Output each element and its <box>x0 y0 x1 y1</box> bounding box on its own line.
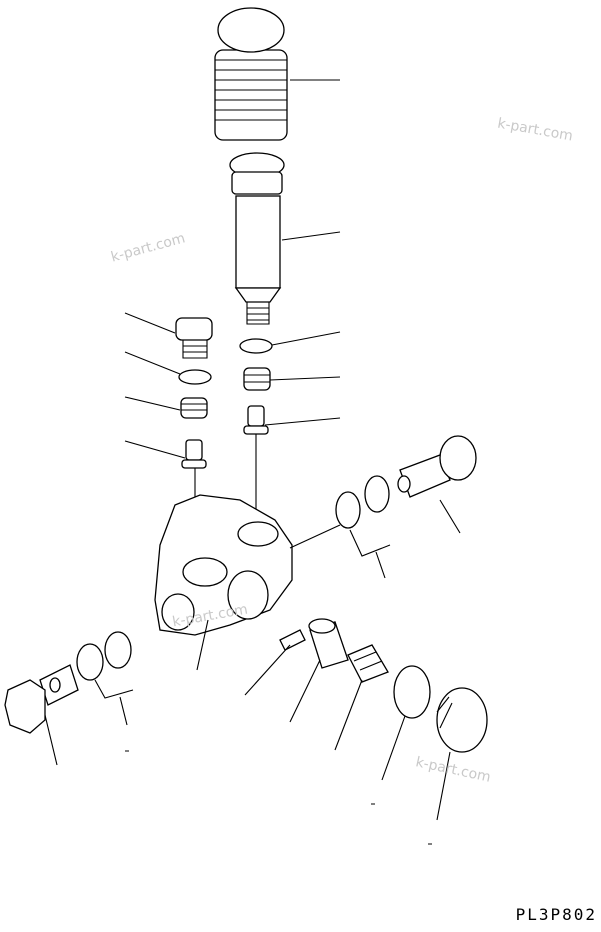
sleeve <box>308 618 349 669</box>
leader-lines <box>44 79 461 845</box>
plug-left <box>175 317 213 359</box>
valve-right <box>243 405 269 435</box>
banjo-bolt-right <box>397 435 477 498</box>
banjo-bolt-left <box>4 664 79 734</box>
washer-right-1 <box>335 491 361 529</box>
bellows-cover <box>214 7 288 141</box>
washer-right-2 <box>364 475 390 513</box>
pump-plunger <box>229 152 285 325</box>
spring-right <box>243 367 271 391</box>
small-spring <box>347 644 389 683</box>
pump-housing <box>154 494 293 636</box>
valve-left <box>181 439 207 469</box>
spring-left <box>180 397 208 419</box>
washer-left-1 <box>76 643 104 681</box>
o-ring-left <box>178 369 212 385</box>
washer-left-2 <box>104 631 132 669</box>
pin <box>279 629 306 651</box>
gasket-large <box>393 665 431 719</box>
o-ring-right <box>239 338 273 354</box>
drawing-code: PL3P802 <box>515 905 597 924</box>
plug-right <box>436 687 488 753</box>
